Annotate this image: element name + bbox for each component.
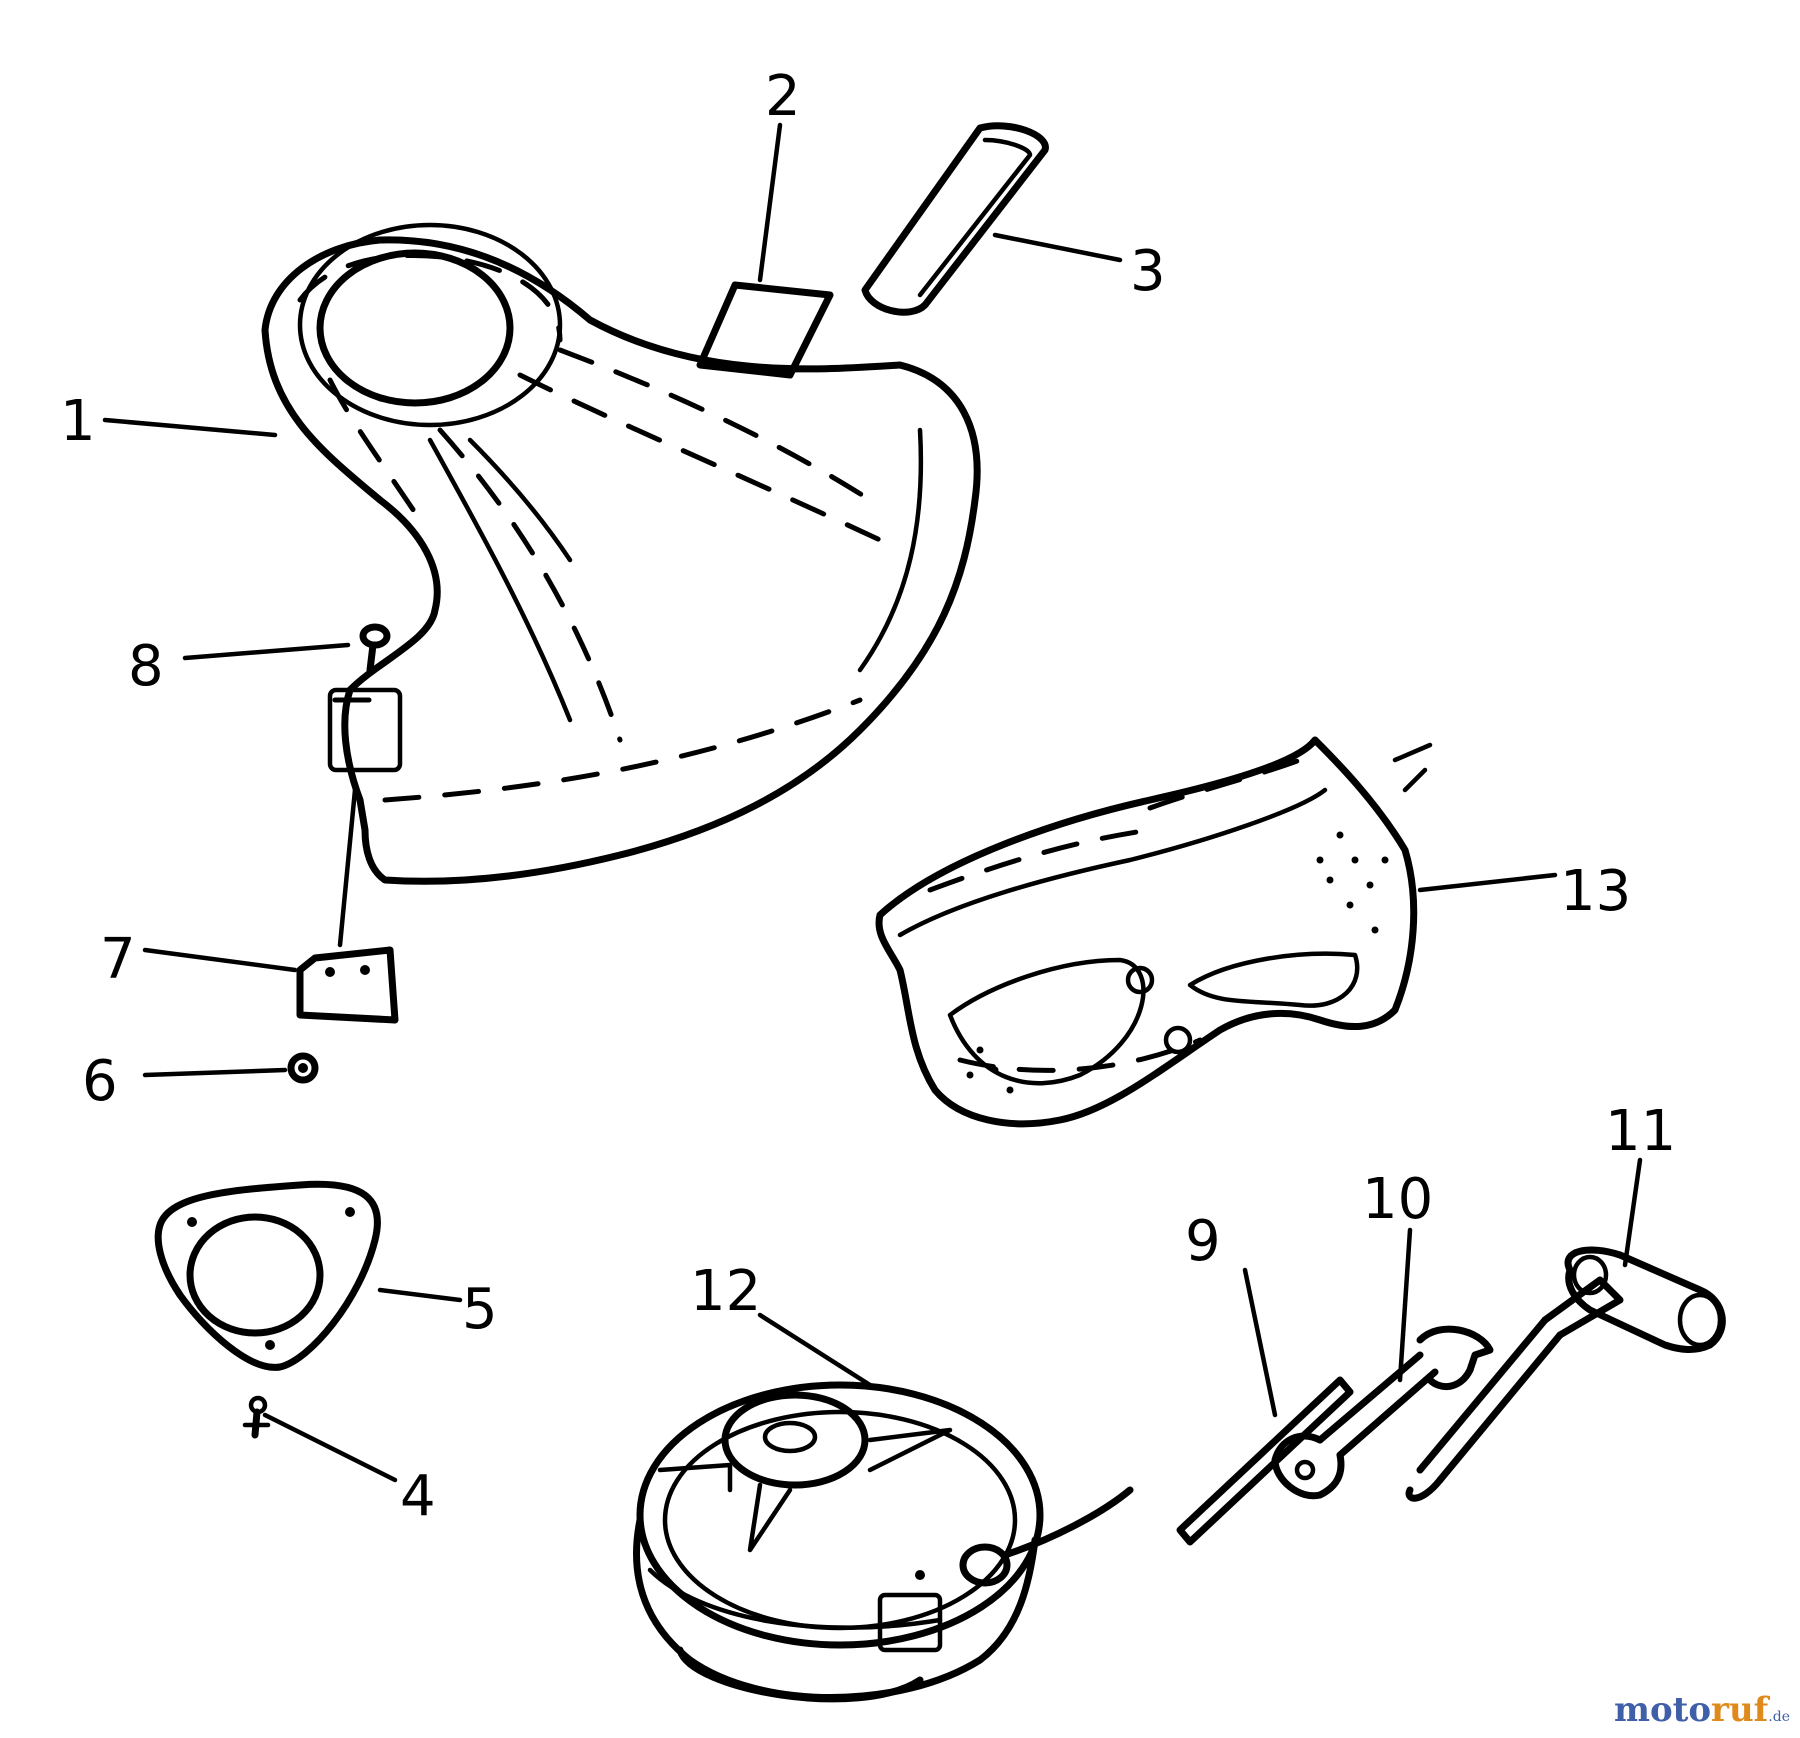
watermark-tld: .de xyxy=(1768,1709,1790,1725)
leader-lines xyxy=(102,122,1643,1483)
callout-8: 8 xyxy=(128,634,164,699)
spool-part-12 xyxy=(633,1381,1134,1703)
callout-12: 12 xyxy=(690,1259,761,1324)
plate-part-5 xyxy=(154,1180,381,1371)
callout-6: 6 xyxy=(82,1049,118,1114)
callout-13: 13 xyxy=(1560,859,1631,924)
callout-1: 1 xyxy=(60,389,96,454)
decal-part-2 xyxy=(696,281,834,379)
callout-11: 11 xyxy=(1605,1099,1676,1164)
watermark-part2: ruf xyxy=(1711,1690,1769,1730)
socket-tool-part-11 xyxy=(1405,1246,1726,1502)
callout-5: 5 xyxy=(462,1277,498,1342)
watermark-logo: motoruf.de xyxy=(1614,1690,1790,1730)
callout-9: 9 xyxy=(1185,1209,1221,1274)
callout-10: 10 xyxy=(1362,1167,1433,1232)
guard-part-1 xyxy=(261,222,981,885)
watermark-part1: moto xyxy=(1613,1690,1712,1730)
callout-3: 3 xyxy=(1130,239,1166,304)
decal-part-3 xyxy=(861,122,1049,316)
callout-labels: 1 2 3 4 5 6 7 8 9 10 11 12 13 xyxy=(60,64,1676,1529)
screw-part-8 xyxy=(359,623,391,674)
callout-4: 4 xyxy=(400,1464,436,1529)
clamp-part-7 xyxy=(296,787,399,1024)
screw-part-4 xyxy=(242,1395,271,1439)
goggles-part-13 xyxy=(875,736,1433,1128)
callout-2: 2 xyxy=(765,64,801,129)
wrench-part-10 xyxy=(1271,1325,1494,1500)
rod-part-9 xyxy=(1176,1376,1354,1546)
callout-7: 7 xyxy=(100,927,136,992)
nut-part-6 xyxy=(287,1052,319,1084)
